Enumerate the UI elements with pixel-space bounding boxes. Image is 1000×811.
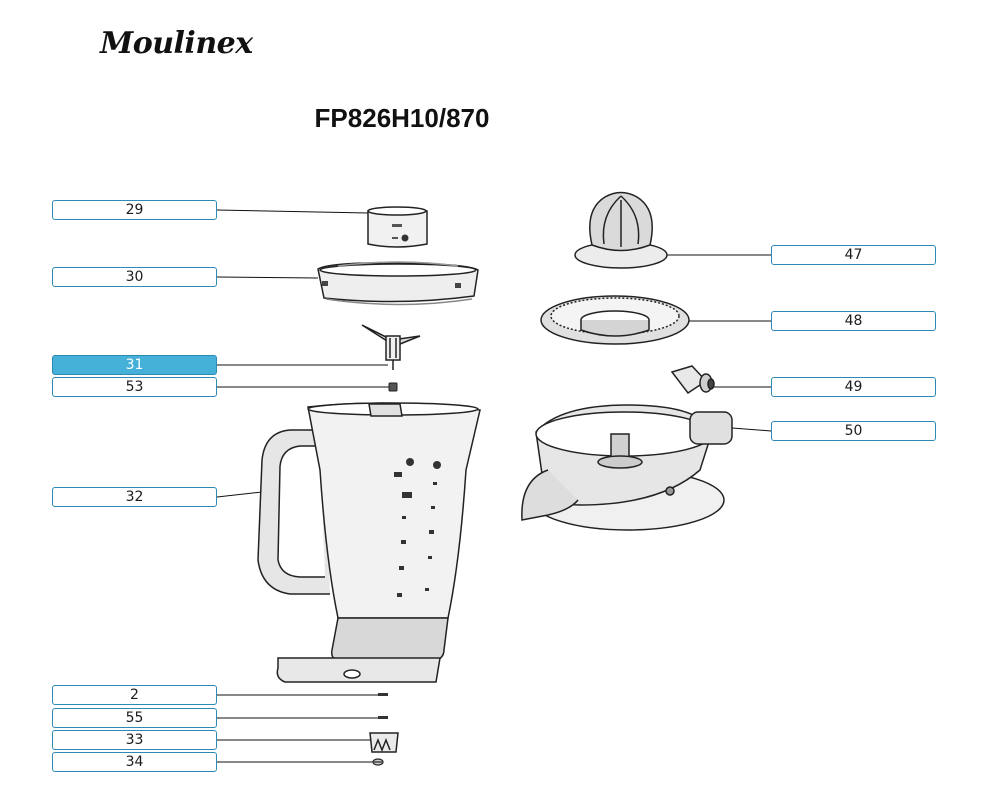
part-53-seal-drawing <box>388 382 398 392</box>
part-label-53[interactable]: 53 <box>52 377 217 397</box>
leader-line-50 <box>731 427 772 432</box>
part-50-bowl-drawing <box>521 404 733 531</box>
part-label-29[interactable]: 29 <box>52 200 217 220</box>
part-30-lid-drawing <box>317 261 479 306</box>
part-label-31[interactable]: 31 <box>52 355 217 375</box>
part-55-pin-drawing <box>378 716 388 719</box>
part-label-47[interactable]: 47 <box>771 245 936 265</box>
part-label-33[interactable]: 33 <box>52 730 217 750</box>
part-label-34[interactable]: 34 <box>52 752 217 772</box>
part-49-connector-drawing <box>670 365 715 395</box>
part-33-clip-drawing <box>369 732 399 753</box>
part-29-cap-drawing <box>367 206 428 248</box>
part-2-pin-drawing <box>378 693 388 696</box>
part-label-48[interactable]: 48 <box>771 311 936 331</box>
part-34-screw-drawing <box>372 758 384 766</box>
part-32-jug-drawing <box>257 402 481 683</box>
part-47-cone-drawing <box>574 191 668 269</box>
part-label-30[interactable]: 30 <box>52 267 217 287</box>
leader-line-32 <box>216 491 263 498</box>
part-31-blade-drawing <box>361 324 421 370</box>
part-48-ring-drawing <box>540 295 690 345</box>
brand-logo: Moulinex <box>100 26 253 61</box>
leader-line-30 <box>216 276 319 279</box>
model-title: FP826H10/870 <box>314 103 490 133</box>
part-label-32[interactable]: 32 <box>52 487 217 507</box>
leader-line-29 <box>216 209 369 214</box>
part-label-2[interactable]: 2 <box>52 685 217 705</box>
part-label-50[interactable]: 50 <box>771 421 936 441</box>
part-label-49[interactable]: 49 <box>771 377 936 397</box>
part-label-55[interactable]: 55 <box>52 708 217 728</box>
